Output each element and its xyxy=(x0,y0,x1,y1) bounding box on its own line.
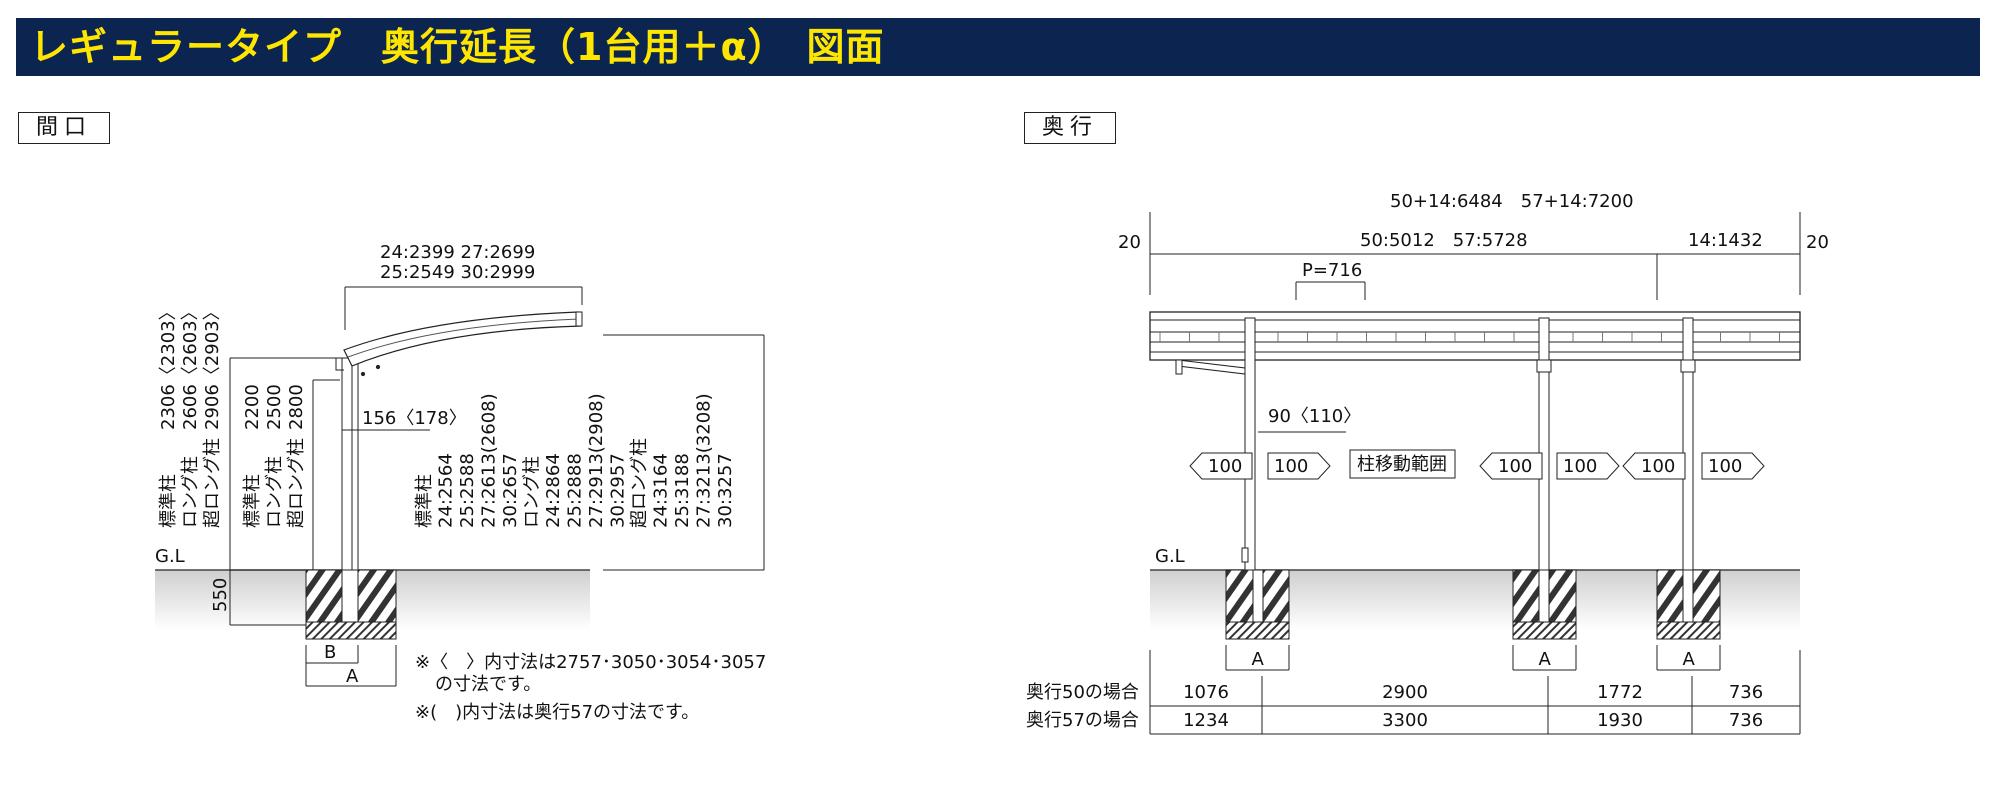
front-a: A xyxy=(346,666,359,687)
front-col-type-0: 標準柱 xyxy=(158,474,179,528)
move-arrow-left xyxy=(1479,452,1543,480)
move-arrow-label: 100 xyxy=(1641,456,1675,477)
depth-overall: 50+14:6484 57+14:7200 xyxy=(1390,191,1634,212)
depth-column-1 xyxy=(1225,317,1290,640)
front-width-line1: 24:2399 27:2699 xyxy=(380,242,535,263)
front-total-height-4: 30:2657 xyxy=(500,453,521,528)
front-note1-b: の寸法です。 xyxy=(435,674,541,695)
depth-column-2 xyxy=(1512,317,1577,640)
depth-column-3 xyxy=(1656,317,1721,640)
move-arrow-right xyxy=(1701,452,1765,480)
move-arrow-label: 100 xyxy=(1563,456,1597,477)
front-total-height-8: 27:2913(2908) xyxy=(586,393,607,528)
table-cell: 1772 xyxy=(1597,682,1643,703)
front-gl: G.L xyxy=(155,546,185,567)
front-width-line2: 25:2549 30:2999 xyxy=(380,262,535,283)
front-text: 24:2399 27:2699 25:2549 30:2999 156〈178〉… xyxy=(155,242,766,723)
move-arrow-label: 100 xyxy=(1708,456,1742,477)
table-row-label: 奥行57の場合 xyxy=(1026,710,1139,731)
front-col-height2-0: 2200 xyxy=(242,384,263,430)
front-column xyxy=(341,357,359,571)
table-cell: 2900 xyxy=(1382,682,1428,703)
footing-a-label: A xyxy=(1683,649,1696,670)
front-col-height2-2: 2800 xyxy=(286,384,307,430)
front-total-height-3: 27:2613(2608) xyxy=(479,393,500,528)
front-total-height-6: 24:2864 xyxy=(543,453,564,528)
front-b: B xyxy=(324,642,336,663)
front-col-type-1: ロング柱 xyxy=(180,456,201,528)
front-total-height-12: 25:3188 xyxy=(672,453,693,528)
front-total-height-13: 27:3213(3208) xyxy=(694,393,715,528)
front-total-height-5: ロング柱 xyxy=(522,456,543,528)
front-550: 550 xyxy=(210,578,231,612)
page-title: レギュラータイプ 奥行延長（1台用＋α） 図面 xyxy=(30,25,885,69)
front-col-height2-1: 2500 xyxy=(264,384,285,430)
depth-right-20: 20 xyxy=(1806,232,1829,253)
move-arrow-left xyxy=(1622,452,1686,480)
front-total-height-9: 30:2957 xyxy=(608,453,629,528)
depth-col-width: 90〈110〉 xyxy=(1268,406,1361,427)
front-col-height-0: 2306〈2303〉 xyxy=(158,302,179,430)
front-total-height-7: 25:2888 xyxy=(565,453,586,528)
front-total-height-1: 24:2564 xyxy=(436,453,457,528)
footing-a-label: A xyxy=(1539,649,1552,670)
front-offset: 156〈178〉 xyxy=(362,408,467,429)
front-col-height-2: 2906〈2903〉 xyxy=(202,302,223,430)
front-total-height-2: 25:2588 xyxy=(457,453,478,528)
front-col-type-2: 超ロング柱 xyxy=(202,438,223,528)
front-total-height-11: 24:3164 xyxy=(651,453,672,528)
table-cell: 3300 xyxy=(1382,710,1428,731)
move-arrow-label: 100 xyxy=(1498,456,1532,477)
table-cell: 1930 xyxy=(1597,710,1643,731)
front-col-type2-0: 標準柱 xyxy=(242,474,263,528)
front-total-height-0: 標準柱 xyxy=(414,474,435,528)
front-col-type2-2: 超ロング柱 xyxy=(286,438,307,528)
depth-gl: G.L xyxy=(1155,546,1185,567)
table-cell: 736 xyxy=(1729,682,1763,703)
table-cell: 1234 xyxy=(1183,710,1229,731)
front-note1-a: ※〈 〉内寸法は2757･3050･3054･3057 xyxy=(415,652,766,673)
depth-view xyxy=(1149,212,1801,735)
title-bar: レギュラータイプ 奥行延長（1台用＋α） 図面 xyxy=(16,18,1980,76)
front-col-type2-1: ロング柱 xyxy=(264,456,285,528)
move-arrow-left xyxy=(1189,452,1253,480)
front-view xyxy=(155,286,765,687)
depth-ext-len: 14:1432 xyxy=(1688,230,1763,251)
table-cell: 1076 xyxy=(1183,682,1229,703)
front-note2: ※( )内寸法は奥行57の寸法です。 xyxy=(415,702,699,723)
move-arrow-right xyxy=(1267,452,1331,480)
depth-main-len: 50:5012 57:5728 xyxy=(1360,230,1528,251)
front-total-height-14: 30:3257 xyxy=(715,453,736,528)
move-arrow-label: 100 xyxy=(1274,456,1308,477)
table-row-label: 奥行50の場合 xyxy=(1026,682,1139,703)
front-view-label: 間口 xyxy=(18,112,110,144)
depth-move-range: 柱移動範囲 xyxy=(1357,454,1447,475)
move-arrow-right xyxy=(1556,452,1620,480)
front-total-height-10: 超ロング柱 xyxy=(629,438,650,528)
move-range-box xyxy=(1349,449,1456,479)
table-cell: 736 xyxy=(1729,710,1763,731)
depth-view-label: 奥行 xyxy=(1024,112,1116,144)
depth-text: 50+14:6484 57+14:7200 20 20 50:5012 57:5… xyxy=(1026,191,1829,731)
depth-left-20: 20 xyxy=(1118,232,1141,253)
front-roof-beam xyxy=(343,311,582,367)
move-arrow-label: 100 xyxy=(1208,456,1242,477)
depth-pitch: P=716 xyxy=(1302,260,1362,281)
footing-a-label: A xyxy=(1252,649,1265,670)
front-col-height-1: 2606〈2603〉 xyxy=(180,302,201,430)
